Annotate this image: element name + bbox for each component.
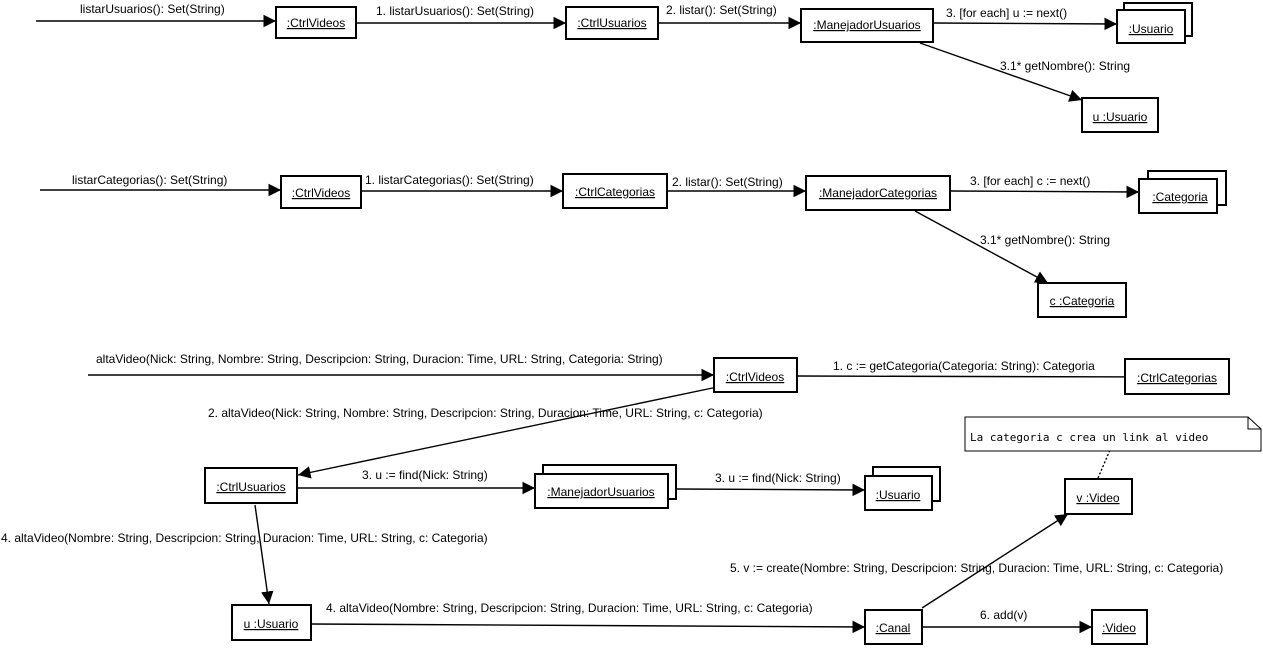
message-label: listarCategorias(): Set(String) [72, 173, 227, 187]
link-manejador-c-categoria [914, 210, 1049, 284]
object-label: :Categoria [1152, 190, 1208, 204]
message-label: 2. listar(): Set(String) [666, 3, 777, 17]
object-label: :Canal [876, 621, 911, 635]
object-label: :CtrlVideos [287, 16, 345, 30]
object-label: :CtrlUsuarios [577, 16, 646, 30]
message-label: 3. [for each] u := next() [946, 6, 1067, 20]
object-u-usuario[interactable]: u :Usuario [231, 604, 312, 641]
object-label: :Usuario [876, 488, 921, 502]
link-u-usuario-canal [310, 620, 866, 634]
diagram-alta-video: altaVideo(Nick: String, Nombre: String, … [1, 352, 1262, 645]
object-manejadorcategorias[interactable]: :ManejadorCategorias [805, 175, 951, 211]
link-manejador-usuario [932, 17, 1118, 31]
object-label: u :Usuario [1093, 110, 1148, 124]
link-ctrlusuarios-u-usuario [254, 504, 274, 605]
object-ctrlvideos[interactable]: :CtrlVideos [713, 357, 798, 393]
message-label: 3. u := find(Nick: String) [715, 471, 841, 485]
diagram-listar-categorias: listarCategorias(): Set(String) 1. lista… [40, 170, 1227, 318]
object-c-categoria[interactable]: c :Categoria [1037, 282, 1127, 318]
message-label: 3.1* getNombre(): String [1000, 59, 1130, 73]
object-label: :Video [1102, 621, 1136, 635]
link-ctrlvideos-ctrlusuarios [297, 385, 723, 479]
message-label: 2. listar(): Set(String) [672, 175, 783, 189]
object-label: v :Video [1076, 491, 1119, 505]
message-label: altaVideo(Nick: String, Nombre: String, … [96, 352, 663, 366]
object-ctrlusuarios[interactable]: :CtrlUsuarios [565, 6, 659, 40]
object-canal[interactable]: :Canal [864, 609, 923, 645]
object-ctrlcategorias[interactable]: :CtrlCategorias [562, 173, 668, 209]
object-label: :ManejadorCategorias [819, 186, 937, 200]
object-label: c :Categoria [1050, 294, 1115, 308]
message-label: 1. listarUsuarios(): Set(String) [376, 4, 534, 18]
link-canal-v-video [921, 513, 1069, 609]
object-label: :CtrlVideos [292, 186, 350, 200]
object-ctrlcategorias[interactable]: :CtrlCategorias [1124, 358, 1230, 395]
multiobject-manejadorusuarios[interactable]: :ManejadorUsuarios [534, 464, 677, 509]
object-label: :ManejadorUsuarios [547, 485, 654, 499]
diagram-listar-usuarios: listarUsuarios(): Set(String) 1. listarU… [36, 2, 1193, 133]
link-manejador-categoria [949, 185, 1140, 199]
object-label: :CtrlCategorias [575, 185, 655, 199]
message-label: 2. altaVideo(Nick: String, Nombre: Strin… [208, 406, 763, 420]
object-label: :CtrlUsuarios [216, 480, 285, 494]
object-label: :CtrlCategorias [1137, 371, 1217, 385]
message-label: 4. altaVideo(Nombre: String, Descripcion… [1, 531, 488, 545]
message-label: 1. c := getCategoria(Categoria: String):… [833, 359, 1095, 373]
multiobject-usuario[interactable]: :Usuario [1116, 2, 1193, 44]
message-label: 4. altaVideo(Nombre: String, Descripcion… [326, 601, 813, 615]
link-ctrlvideos-ctrlcategorias [796, 370, 1152, 384]
note-anchor [1097, 449, 1111, 479]
message-label: 1. listarCategorias(): Set(String) [365, 173, 534, 187]
multiobject-categoria[interactable]: :Categoria [1138, 170, 1227, 214]
object-v-video[interactable]: v :Video [1064, 478, 1133, 515]
message-label: 5. v := create(Nombre: String, Descripci… [730, 561, 1223, 575]
object-label: :Usuario [1129, 22, 1174, 36]
object-u-usuario[interactable]: u :Usuario [1081, 97, 1159, 133]
object-manejadorusuarios[interactable]: :ManejadorUsuarios [800, 8, 934, 43]
message-label: 3.1* getNombre(): String [980, 233, 1110, 247]
object-label: :CtrlVideos [726, 370, 784, 384]
object-video[interactable]: :Video [1091, 609, 1148, 645]
multiobject-usuario[interactable]: :Usuario [864, 466, 941, 511]
link-manejador-u-usuario [919, 42, 1083, 102]
message-label: 3. [for each] c := next() [970, 174, 1090, 188]
message-label: 3. u := find(Nick: String) [362, 468, 488, 482]
object-label: u :Usuario [244, 617, 299, 631]
note-text: La categoria c crea un link al video [970, 431, 1208, 444]
note[interactable]: La categoria c crea un link al video [964, 416, 1262, 452]
object-ctrlvideos[interactable]: :CtrlVideos [280, 175, 362, 209]
object-ctrlusuarios[interactable]: :CtrlUsuarios [204, 467, 298, 504]
object-ctrlvideos[interactable]: :CtrlVideos [275, 6, 357, 39]
link-manejador-usuario [675, 483, 866, 497]
object-label: :ManejadorUsuarios [813, 18, 920, 32]
message-label: listarUsuarios(): Set(String) [80, 2, 225, 16]
message-label: 6. add(v) [980, 608, 1027, 622]
